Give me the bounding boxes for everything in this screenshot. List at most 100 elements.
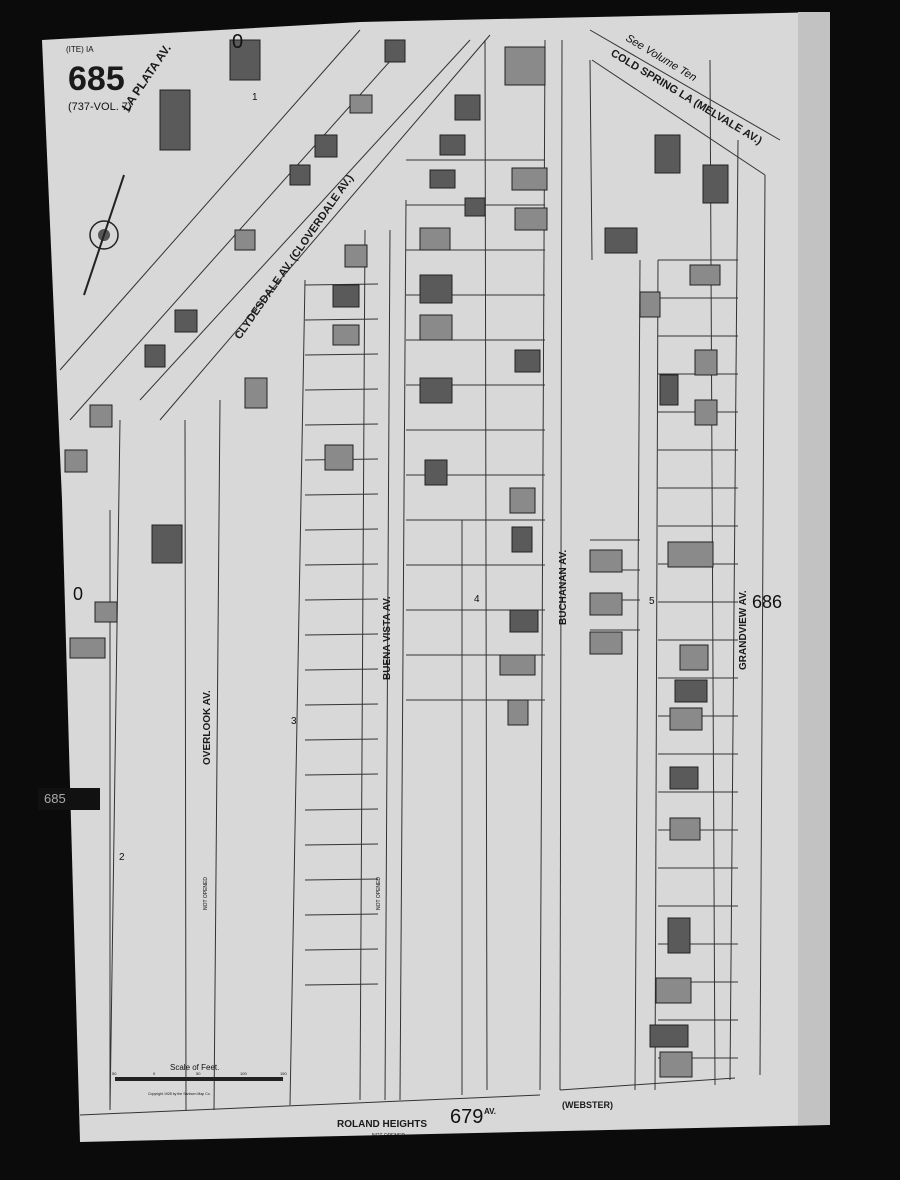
lot-line — [304, 633, 379, 636]
building-footprint — [669, 817, 701, 841]
building-footprint — [667, 541, 714, 568]
building-footprint — [669, 707, 703, 731]
building-footprint — [589, 592, 623, 616]
lot-line — [304, 913, 379, 916]
lot-line — [304, 808, 379, 811]
street-edge — [709, 59, 716, 1086]
block-number: 3 — [291, 716, 297, 727]
building-footprint — [649, 1024, 689, 1048]
lot-line — [304, 983, 379, 986]
building-footprint — [667, 917, 691, 954]
building-footprint — [504, 46, 546, 86]
map-paper — [42, 12, 828, 1142]
building-footprint — [94, 601, 118, 623]
building-footprint — [694, 399, 718, 426]
lot-line — [304, 423, 379, 426]
building-footprint — [419, 377, 453, 404]
lot-line — [304, 843, 379, 846]
building-footprint — [674, 679, 708, 703]
building-footprint — [454, 94, 481, 121]
lot-line — [304, 703, 379, 706]
building-footprint — [439, 134, 466, 156]
building-footprint — [344, 244, 368, 268]
building-footprint — [689, 264, 721, 286]
street-edge — [79, 1094, 541, 1116]
scale-title: Scale of Feet. — [170, 1063, 219, 1072]
lot-line — [304, 353, 379, 356]
building-footprint — [655, 977, 692, 1004]
building-footprint — [589, 549, 623, 573]
building-footprint — [324, 444, 354, 471]
building-footprint — [244, 377, 268, 409]
street-edge — [213, 399, 221, 1111]
svg-text:100: 100 — [240, 1071, 247, 1076]
building-footprint — [429, 169, 456, 189]
street-edge — [559, 1077, 736, 1091]
adjacent-sheet-right: 686 — [752, 592, 782, 612]
building-footprint — [174, 309, 198, 333]
street-edge — [654, 259, 659, 1091]
street-edge — [589, 29, 781, 141]
street-buena-vista: BUENA VISTA AV. — [382, 596, 393, 680]
building-footprint — [514, 349, 541, 373]
block-number: 5 — [649, 596, 655, 607]
lot-line — [304, 773, 379, 776]
building-footprint — [499, 654, 536, 676]
street-edge — [759, 174, 766, 1076]
street-webster: (WEBSTER) — [562, 1100, 613, 1110]
street-edge — [159, 34, 491, 421]
building-footprint — [234, 229, 256, 251]
building-footprint — [507, 699, 529, 726]
not-opened-note: NOT OPENED — [376, 877, 382, 910]
building-footprint — [419, 314, 453, 341]
building-footprint — [702, 164, 729, 204]
svg-text:150: 150 — [280, 1071, 287, 1076]
building-footprint — [679, 644, 709, 671]
building-footprint — [464, 197, 486, 217]
block-number: 2 — [119, 852, 125, 863]
building-footprint — [604, 227, 638, 254]
volume-note: (737-VOL. 7) — [68, 101, 132, 113]
street-buchanan: BUCHANAN AV. — [558, 550, 569, 625]
copyright: Copyright 1928 by the Sanborn Map Co. — [148, 1092, 211, 1096]
lot-line — [304, 668, 379, 671]
building-footprint — [654, 134, 681, 174]
building-footprint — [419, 274, 453, 304]
street-edge — [634, 259, 641, 1091]
street-edge — [139, 39, 471, 401]
building-footprint — [159, 89, 191, 151]
lot-line — [304, 563, 379, 566]
header-small: (ITE) IA — [66, 45, 94, 54]
scale-bar: 50 0 50 100 150 — [112, 1071, 287, 1081]
building-footprint — [289, 164, 311, 186]
building-footprint — [511, 167, 548, 191]
building-footprint — [589, 631, 623, 655]
block-number: 1 — [252, 92, 258, 103]
building-footprint — [144, 344, 166, 368]
svg-text:50: 50 — [112, 1071, 117, 1076]
street-roland-suffix: AV. — [484, 1107, 496, 1116]
lot-line — [304, 318, 379, 321]
building-footprint — [64, 449, 88, 473]
building-footprint — [694, 349, 718, 376]
lot-line — [304, 528, 379, 531]
street-edge — [729, 139, 739, 1081]
building-footprint — [669, 766, 699, 790]
building-footprint — [332, 284, 360, 308]
svg-text:0: 0 — [153, 1071, 156, 1076]
street-edge — [184, 419, 187, 1111]
building-footprint — [151, 524, 183, 564]
building-footprint — [659, 1051, 693, 1078]
street-edge — [384, 229, 391, 1101]
block-number: 0 — [232, 31, 243, 53]
street-edge — [589, 59, 593, 261]
street-edge — [399, 199, 407, 1101]
street-roland-heights: ROLAND HEIGHTS — [337, 1119, 427, 1130]
lot-line — [304, 388, 379, 391]
building-footprint — [509, 487, 536, 514]
block-number: 4 — [474, 594, 480, 605]
building-footprint — [659, 374, 679, 406]
street-edge — [591, 59, 766, 176]
building-footprint — [424, 459, 448, 486]
building-footprint — [89, 404, 113, 428]
